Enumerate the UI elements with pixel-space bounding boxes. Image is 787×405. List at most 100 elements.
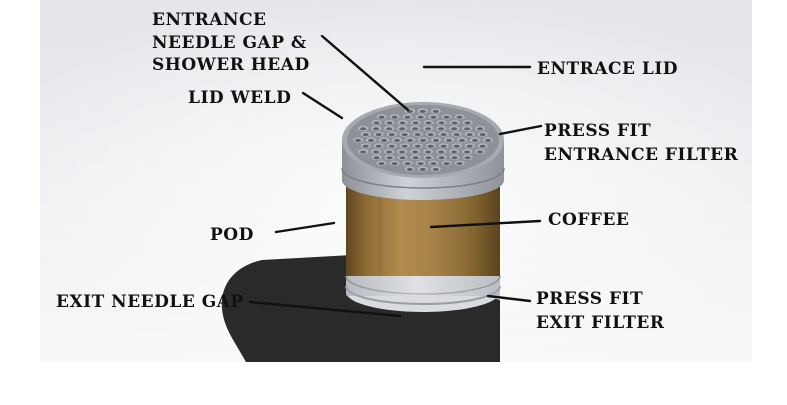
shower-head-hole: [381, 138, 387, 142]
shower-head-hole: [399, 156, 406, 160]
label-entrance-line2: NEEDLE GAP &: [152, 33, 307, 53]
shower-head-hole: [427, 144, 434, 148]
shower-head-hole: [419, 109, 426, 113]
shower-head-hole: [386, 121, 393, 125]
leader-exit-needle-gap: [248, 300, 402, 318]
label-coffee: COFFEE: [548, 210, 629, 230]
shower-head-hole: [412, 150, 419, 154]
shower-head-hole: [477, 127, 484, 131]
label-press-fit-entrance-line2: ENTRANCE FILTER: [544, 145, 739, 165]
shower-head-hole: [466, 133, 473, 137]
shower-head-hole: [386, 150, 393, 154]
shower-head-hole: [479, 144, 486, 148]
shower-head-hole: [459, 138, 465, 142]
shower-head-hole: [485, 138, 491, 142]
shower-head-hole: [472, 138, 478, 142]
shower-head-hole: [425, 150, 432, 154]
shower-head-hole: [362, 144, 369, 148]
shower-head-hole: [417, 162, 424, 166]
shower-head-hole: [373, 127, 380, 131]
shower-head-hole: [456, 162, 463, 166]
label-entrance-lid: ENTRACE LID: [537, 59, 678, 79]
shower-head-hole: [425, 121, 432, 125]
shower-head-hole: [378, 115, 385, 119]
shower-head-hole: [373, 156, 380, 160]
shower-head-hole: [451, 121, 458, 125]
shower-head-hole: [375, 133, 382, 137]
shower-head-hole: [425, 127, 432, 131]
pod-lid: [341, 102, 505, 200]
shower-head-hole: [388, 144, 395, 148]
label-press-fit-exit-line2: EXIT FILTER: [536, 313, 665, 333]
shower-head-hole: [386, 127, 393, 131]
shower-head-hole: [443, 115, 450, 119]
shower-head-hole: [399, 127, 406, 131]
shower-head-hole: [360, 150, 367, 154]
shower-head-hole: [419, 167, 426, 171]
label-lid-weld: LID WELD: [188, 88, 291, 108]
shower-head-hole: [477, 150, 484, 154]
label-exit-needle-gap: EXIT NEEDLE GAP: [56, 292, 244, 312]
shower-head-hole: [425, 156, 432, 160]
shower-head-hole: [440, 133, 447, 137]
shower-head-hole: [464, 156, 471, 160]
shower-head-hole: [388, 133, 395, 137]
leader-pod: [274, 221, 336, 234]
shower-head-hole: [466, 144, 473, 148]
shower-head-hole: [386, 156, 393, 160]
shower-head-hole: [451, 127, 458, 131]
shower-head-holes: [353, 108, 493, 172]
shower-head-hole: [438, 121, 445, 125]
shower-head-hole: [420, 138, 426, 142]
shower-head-hole: [432, 167, 439, 171]
leader-coffee: [429, 219, 542, 229]
label-press-fit-exit-line1: PRESS FIT: [536, 289, 643, 309]
shower-head-hole: [406, 167, 413, 171]
shower-head-hole: [373, 121, 380, 125]
exit-filter-rim: [345, 275, 501, 312]
shower-head-hole: [407, 138, 413, 142]
shower-head-hole: [451, 150, 458, 154]
shower-head-hole: [404, 162, 411, 166]
label-entrance-line3: SHOWER HEAD: [152, 55, 310, 75]
shower-head-hole: [399, 121, 406, 125]
leader-lid-weld: [301, 91, 344, 120]
shower-head-hole: [360, 127, 367, 131]
shower-head-hole: [427, 133, 434, 137]
shower-head-hole: [399, 150, 406, 154]
shower-head-hole: [438, 127, 445, 131]
shower-head-hole: [453, 133, 460, 137]
shower-head-hole: [430, 115, 437, 119]
shower-head-hole: [432, 109, 439, 113]
shower-head-hole: [391, 162, 398, 166]
shower-head-hole: [412, 121, 419, 125]
shower-head-hole: [355, 138, 361, 142]
leader-press-fit-entrance-filter: [498, 124, 543, 136]
leader-press-fit-exit-filter: [486, 294, 532, 303]
shower-head-hole: [414, 133, 421, 137]
shower-head-hole: [394, 138, 400, 142]
label-entrance-line1: ENTRANCE: [152, 10, 267, 30]
shower-head-hole: [417, 115, 424, 119]
shower-head-hole: [453, 144, 460, 148]
label-press-fit-entrance-line1: PRESS FIT: [544, 121, 651, 141]
shower-head-hole: [433, 138, 439, 142]
shower-head-hole: [464, 127, 471, 131]
shower-head-hole: [440, 144, 447, 148]
shower-head-hole: [412, 156, 419, 160]
shower-head-hole: [438, 156, 445, 160]
shower-head-hole: [479, 133, 486, 137]
shower-head-hole: [391, 115, 398, 119]
shower-head-hole: [368, 138, 374, 142]
shower-head-hole: [446, 138, 452, 142]
shower-head-hole: [451, 156, 458, 160]
shower-head-hole: [443, 162, 450, 166]
shower-head-hole: [378, 162, 385, 166]
shower-head-hole: [412, 127, 419, 131]
shower-head-hole: [401, 133, 408, 137]
shower-head-hole: [456, 115, 463, 119]
shower-head-hole: [464, 121, 471, 125]
shower-head-hole: [438, 150, 445, 154]
shower-head-hole: [430, 162, 437, 166]
shower-head-hole: [404, 115, 411, 119]
